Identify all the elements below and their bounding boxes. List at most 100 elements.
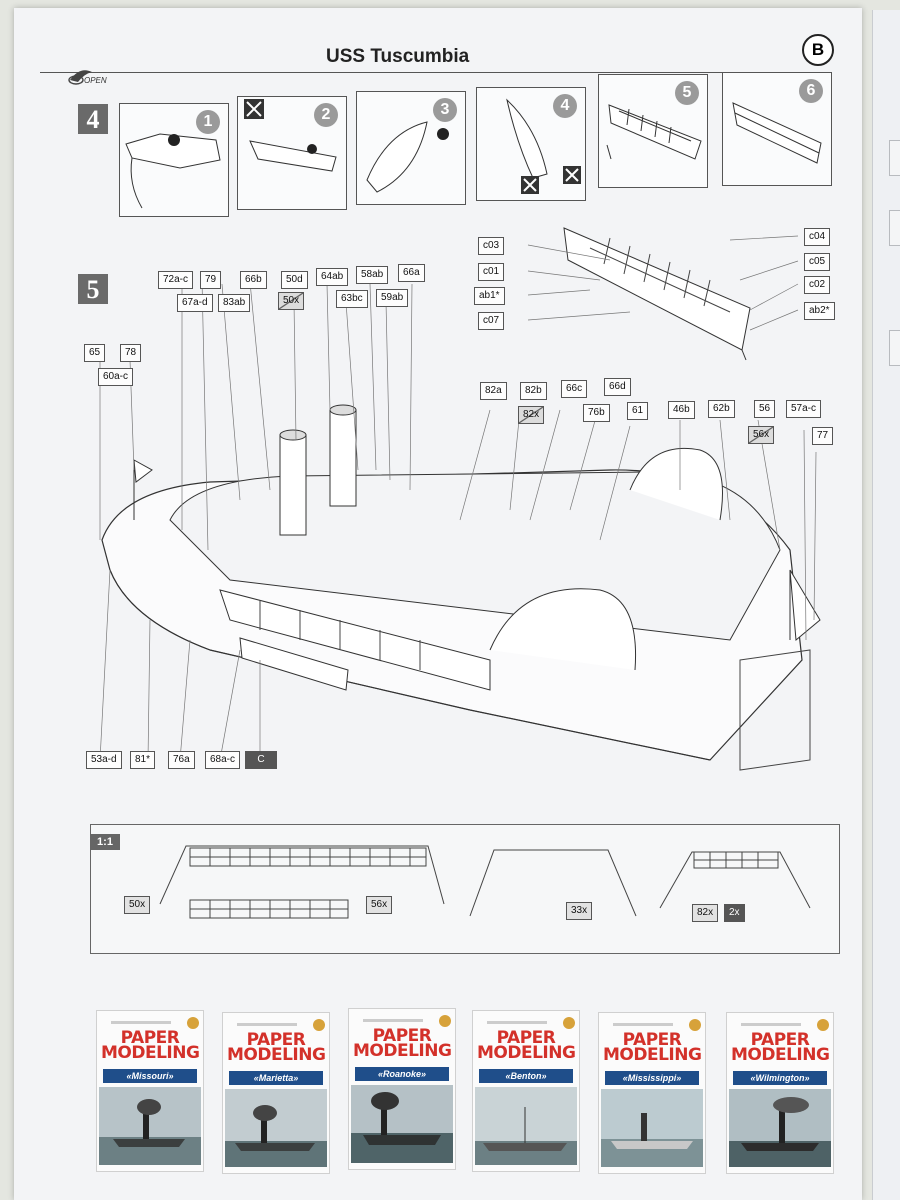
- part-label: 76a: [168, 751, 195, 769]
- brand-line2: MODELING: [731, 1045, 830, 1065]
- boat-hull-side-icon: [506, 98, 581, 194]
- part-label: 82b: [520, 382, 547, 400]
- panel-index: 5: [675, 81, 699, 105]
- boat-hull-bend-icon: [125, 133, 221, 209]
- step4-panel: 5: [598, 74, 708, 188]
- brand-line1: PAPER: [246, 1030, 306, 1050]
- cover-ship-name: «Missouri»: [103, 1069, 197, 1083]
- ship-assembly-drawing: [99, 227, 821, 771]
- railing-templates-drawing: [159, 845, 811, 919]
- cover-header-line: [237, 1023, 297, 1026]
- adjacent-page-stub: [889, 210, 900, 246]
- part-label: 65: [84, 344, 106, 362]
- adjacent-page-stub: [889, 330, 900, 366]
- issue-badge-icon: [563, 1017, 575, 1029]
- brand-line2: MODELING: [353, 1041, 452, 1061]
- part-label: 53a-d: [86, 751, 122, 769]
- part-label: c01: [478, 263, 505, 281]
- part-label: c04: [804, 228, 831, 246]
- panel-index: 3: [433, 98, 457, 122]
- part-label: 62b: [708, 400, 735, 418]
- issue-badge-icon: [817, 1019, 829, 1031]
- brand-line1: PAPER: [750, 1030, 810, 1050]
- quantity-label: 50x: [124, 896, 151, 914]
- cover-header-line: [741, 1023, 801, 1026]
- part-label: 72a-c: [158, 271, 194, 289]
- scale-tag: 1:1: [90, 834, 120, 850]
- part-label: ab2*: [804, 302, 835, 320]
- issue-badge-icon: [689, 1019, 701, 1031]
- ship-painting-icon: [475, 1087, 577, 1165]
- quantity-multiplier: 2x: [724, 904, 745, 922]
- step4-panel: 3: [356, 91, 466, 205]
- brand-line1: PAPER: [120, 1028, 180, 1048]
- cover-ship-name: «Marietta»: [229, 1071, 323, 1085]
- publisher-logo-icon: [68, 70, 92, 85]
- issue-badge-icon: [187, 1017, 199, 1029]
- step-5-number: 5: [78, 274, 108, 304]
- quantity-label: 56x: [366, 896, 393, 914]
- part-label: c02: [804, 276, 831, 294]
- issue-badge-icon: [439, 1015, 451, 1027]
- brand-line2: MODELING: [101, 1043, 200, 1063]
- cover-header-line: [613, 1023, 673, 1026]
- brand-line2: MODELING: [477, 1043, 576, 1063]
- cover-ship-name: «Wilmington»: [733, 1071, 827, 1085]
- panel-index: 2: [314, 103, 338, 127]
- part-label: 57a-c: [786, 400, 822, 418]
- brand-line2: MODELING: [603, 1045, 702, 1065]
- lifeboat-drawing: [563, 227, 751, 361]
- part-label: ab1*: [474, 287, 505, 305]
- part-label: c05: [804, 253, 831, 271]
- part-label-crossed: 56x: [748, 426, 775, 444]
- page-title: USS Tuscumbia: [320, 46, 476, 68]
- part-label: 64ab: [316, 268, 349, 286]
- cover-header-line: [363, 1019, 423, 1022]
- step4-panel: 2: [237, 96, 347, 210]
- boat-interior-icon: [606, 104, 702, 160]
- quantity-label: 33x: [566, 902, 593, 920]
- ship-painting-icon: [729, 1089, 831, 1167]
- quantity-label: 82x: [692, 904, 719, 922]
- boat-hull-glue-icon: [244, 99, 337, 172]
- part-label: 59ab: [376, 289, 409, 307]
- part-label: 67a-d: [177, 294, 213, 312]
- cover-header-line: [111, 1021, 171, 1024]
- panel-index: 4: [553, 94, 577, 118]
- step4-panel: 4: [476, 87, 586, 201]
- cover-ship-name: «Benton»: [479, 1069, 573, 1083]
- issue-badge-icon: [313, 1019, 325, 1031]
- part-label: 83ab: [218, 294, 251, 312]
- part-label: c07: [478, 312, 505, 330]
- step4-panel: 6: [722, 72, 832, 186]
- part-label: 82a: [480, 382, 507, 400]
- part-label: c03: [478, 237, 505, 255]
- part-label: 66a: [398, 264, 425, 282]
- publisher-logo-text: OPEN: [84, 76, 107, 85]
- brand-line1: PAPER: [622, 1030, 682, 1050]
- step-4-number: 4: [78, 104, 108, 134]
- part-label-crossed: 82x: [518, 406, 545, 424]
- part-label: 63bc: [336, 290, 368, 308]
- part-label: 60a-c: [98, 368, 134, 386]
- part-label: 56: [754, 400, 776, 418]
- part-label: 50d: [281, 271, 308, 289]
- cover-ship-name: «Roanoke»: [355, 1067, 449, 1081]
- step4-panel: 1: [119, 103, 229, 217]
- ship-painting-icon: [601, 1089, 703, 1167]
- cover-ship-name: «Mississippi»: [605, 1071, 699, 1085]
- part-label-crossed: 50x: [278, 292, 305, 310]
- sheet-letter: B: [802, 34, 834, 66]
